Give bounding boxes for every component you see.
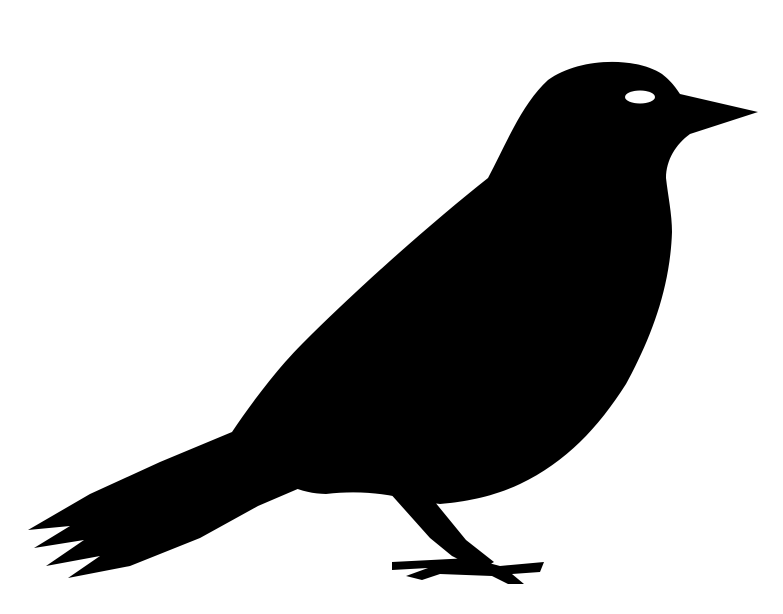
crow-leg [380,482,494,570]
crow-body [232,61,758,504]
crow-foot [392,558,544,584]
crow-eye [625,90,655,104]
crow-tail [28,432,300,578]
